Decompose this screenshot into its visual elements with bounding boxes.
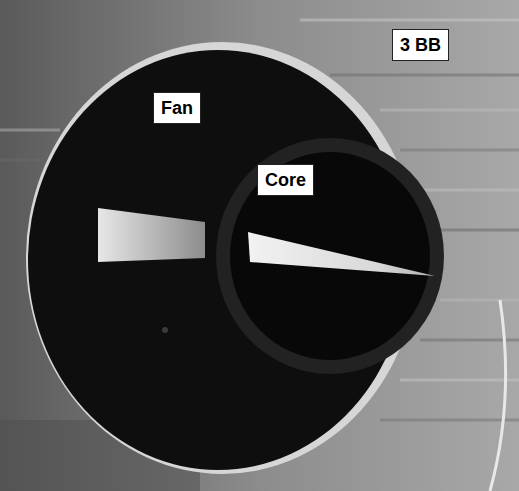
part-label: Fan — [153, 92, 201, 124]
part-label: 3 BB — [392, 29, 449, 61]
part-label: Core — [257, 164, 314, 196]
